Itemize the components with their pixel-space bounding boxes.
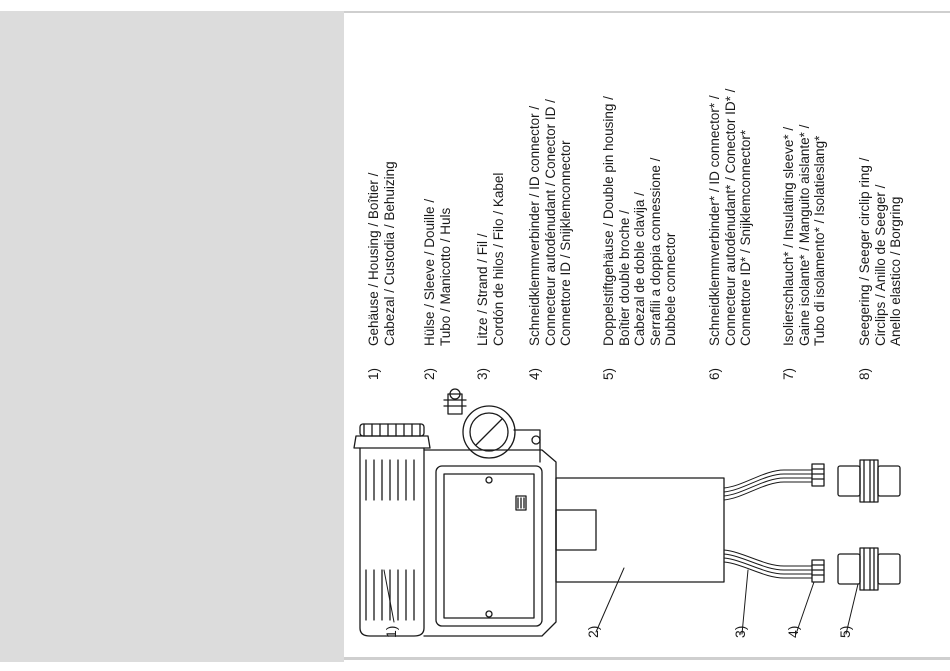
legend-line: Serrafili a doppia connessione / [647,157,663,346]
bottom-rule [344,657,950,660]
legend-item-7: 7) Isolierschlauch* / Insulating sleeve*… [781,125,828,380]
legend-line: Gaine isolante* / Manguito aislante* / [796,124,812,346]
legend-item-5: 5) Doppelstiftgehäuse / Double pin housi… [601,96,679,380]
legend-line: Gehäuse / Housing / Boîtier / [366,172,381,346]
callout-5: 5) [837,625,853,638]
exploded-assembly-diagram [344,370,950,657]
legend-item-8: 8) Seegering / Seeger circlip ring / Cir… [857,158,904,380]
legend-line: Boîtier double broche / [616,210,632,346]
legend-line: Dubbele connector [663,232,678,346]
double-pin-housings-drawing [837,459,901,591]
legend-item-1: 1) Gehäuse / Housing / Boîtier / Cabezal… [366,161,397,380]
legend-item-4: 4) Schneidklemmverbinder / ID connector … [527,99,574,380]
legend-line: Cordón de hilos / Filo / Kabel [490,172,506,346]
legend-line: Cabezal / Custodia / Behuizing [381,161,397,346]
legend-line: Connecteur autodénudant / Conector ID / [542,99,558,346]
legend-line: Tubo / Manicotto / Huls [437,207,453,346]
legend-line: Seegering / Seeger circlip ring / [857,157,872,346]
id-connectors-drawing [811,463,825,583]
leader-lines [383,567,859,635]
legend-item-3: 3) Litze / Strand / Fil / Cordón de hilo… [475,173,506,380]
legend-line: Connettore ID / Snijklemconnector [558,140,573,346]
strands-drawing [723,469,813,579]
legend-item-2: 2) Hülse / Sleeve / Douille / Tubo / Man… [422,199,453,380]
legend-line: Anello elastico / Borgring [888,196,903,346]
legend-line: Connettore ID* / Snijklemconnector* [738,129,753,346]
legend-line: Cabezal de doble clavija / [632,192,647,346]
legend-line: Tubo di isolamento* / Isolatieslang* [812,135,827,346]
callout-1: 1) [383,625,399,638]
legend-line: Isolierschlauch* / Insulating sleeve* / [781,126,796,346]
callout-4: 4) [785,625,801,638]
top-rule [344,11,950,13]
callout-2: 2) [585,625,601,638]
legend-line: Litze / Strand / Fil / [475,233,490,346]
legend-line: Connecteur autodénudant* / Conector ID* … [722,88,738,346]
legend-line: Doppelstiftgehäuse / Double pin housing … [601,96,616,346]
legend-line: Schneidklemmverbinder / ID connector / [527,105,542,346]
sleeve-drawing [555,477,725,583]
gray-margin-band [0,11,344,662]
legend-line: Schneidklemmverbinder* / ID connector* / [707,95,722,346]
legend-line: Hülse / Sleeve / Douille / [422,198,437,346]
legend-line: Circlips / Anillo de Seeger / [872,184,888,346]
legend-item-6: 6) Schneidklemmverbinder* / ID connector… [707,89,754,380]
callout-3: 3) [732,625,748,638]
housing-drawing [353,388,597,637]
